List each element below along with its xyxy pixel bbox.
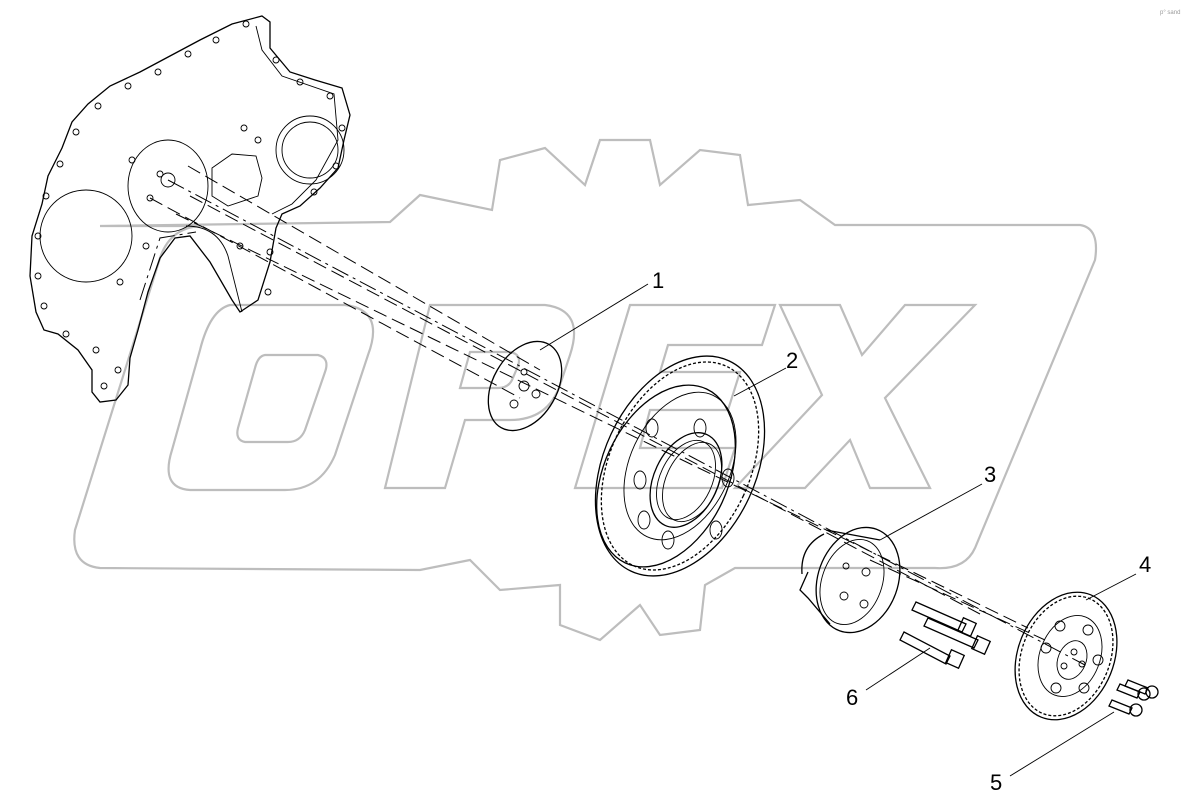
housing-rib <box>185 225 243 313</box>
housing-cutout <box>211 153 263 207</box>
housing-plate <box>29 15 351 403</box>
housing-shaft-hole <box>160 172 176 188</box>
watermark-letter-x <box>732 303 978 490</box>
housing-upper-bore-inner <box>281 121 339 179</box>
leader-3 <box>879 483 983 541</box>
bolt-c <box>899 631 966 670</box>
part-1-washer <box>487 340 563 432</box>
housing-inner-edge <box>255 25 339 215</box>
part-2-large-gear <box>594 355 766 577</box>
callout-4: 4 <box>1139 552 1151 577</box>
leader-2 <box>733 367 787 397</box>
part-6-bolts <box>899 601 992 670</box>
alignment-lines <box>149 165 1086 666</box>
watermark-gear-outline <box>73 138 1098 642</box>
watermark <box>73 138 1098 642</box>
screw-c <box>1108 699 1143 717</box>
screw-b <box>1124 679 1159 699</box>
housing-upper-bore <box>275 115 345 185</box>
callout-6: 6 <box>846 685 858 710</box>
leader-1 <box>539 283 649 351</box>
callout-2: 2 <box>786 348 798 373</box>
bolt-b <box>923 617 992 656</box>
leader-6 <box>865 647 931 691</box>
housing-shaft-bore <box>127 139 209 233</box>
large-gear-lightening-holes <box>633 418 735 550</box>
callout-3: 3 <box>984 462 996 487</box>
housing-bolt-holes <box>34 20 346 390</box>
part-4-small-gear <box>1014 591 1118 721</box>
housing-large-bore <box>39 189 133 283</box>
watermark-letter-o <box>167 303 375 492</box>
leader-5 <box>1009 711 1115 777</box>
corner-mark: p° sand <box>1160 10 1180 16</box>
watermark-letter-p <box>383 303 576 490</box>
housing-outline <box>29 15 351 403</box>
bolt-a <box>911 601 978 638</box>
housing-rib-dash <box>139 231 197 301</box>
callout-5: 5 <box>990 770 1002 795</box>
callouts: 1 2 3 4 5 6 <box>652 268 1151 795</box>
leader-4 <box>1085 573 1137 601</box>
leader-lines <box>539 283 1137 777</box>
part-5-screws <box>1108 679 1159 717</box>
part-3-shaft <box>799 526 901 634</box>
callout-1: 1 <box>652 268 664 293</box>
